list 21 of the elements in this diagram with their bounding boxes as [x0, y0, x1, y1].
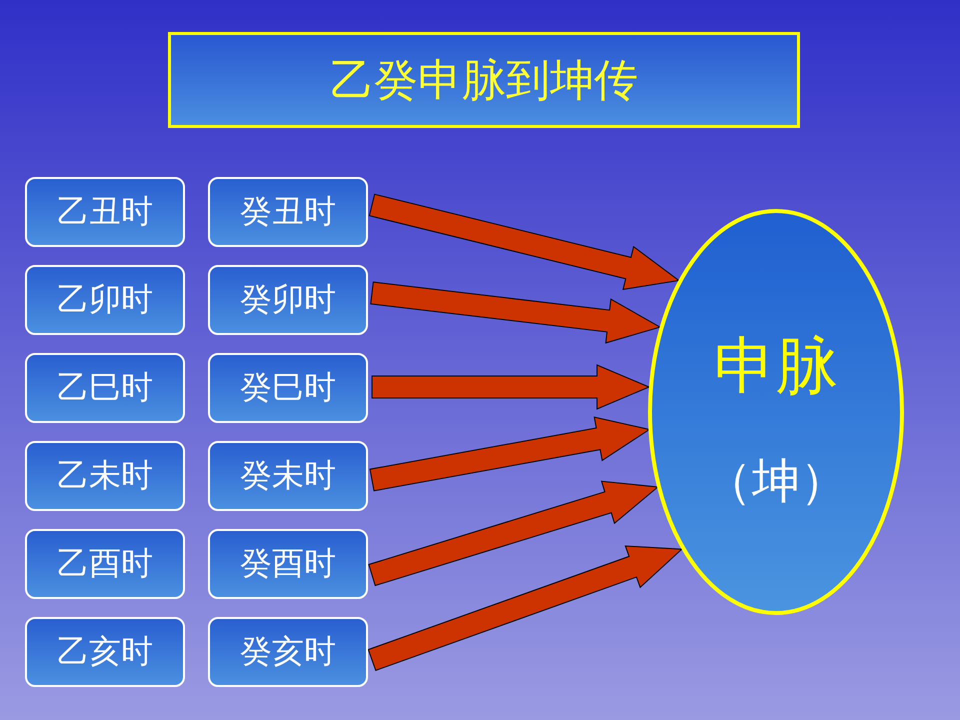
block-arrow	[368, 194, 680, 290]
title-banner: 乙癸申脉到坤传	[168, 32, 800, 128]
time-box: 乙丑时	[25, 177, 185, 247]
time-box: 乙巳时	[25, 353, 185, 423]
time-box: 癸亥时	[208, 617, 368, 687]
block-arrow	[372, 364, 650, 410]
block-arrow	[370, 282, 662, 344]
time-box: 癸卯时	[208, 265, 368, 335]
time-box: 癸巳时	[208, 353, 368, 423]
time-box: 乙卯时	[25, 265, 185, 335]
time-box: 癸未时	[208, 441, 368, 511]
time-box: 癸丑时	[208, 177, 368, 247]
block-arrow	[369, 416, 651, 492]
time-box: 乙亥时	[25, 617, 185, 687]
time-box: 癸酉时	[208, 529, 368, 599]
time-box: 乙未时	[25, 441, 185, 511]
block-arrow	[368, 480, 660, 586]
time-box: 乙酉时	[25, 529, 185, 599]
meridian-name: 申脉	[713, 328, 839, 404]
block-arrow	[368, 545, 683, 672]
trigram-label: （坤）	[703, 452, 849, 511]
